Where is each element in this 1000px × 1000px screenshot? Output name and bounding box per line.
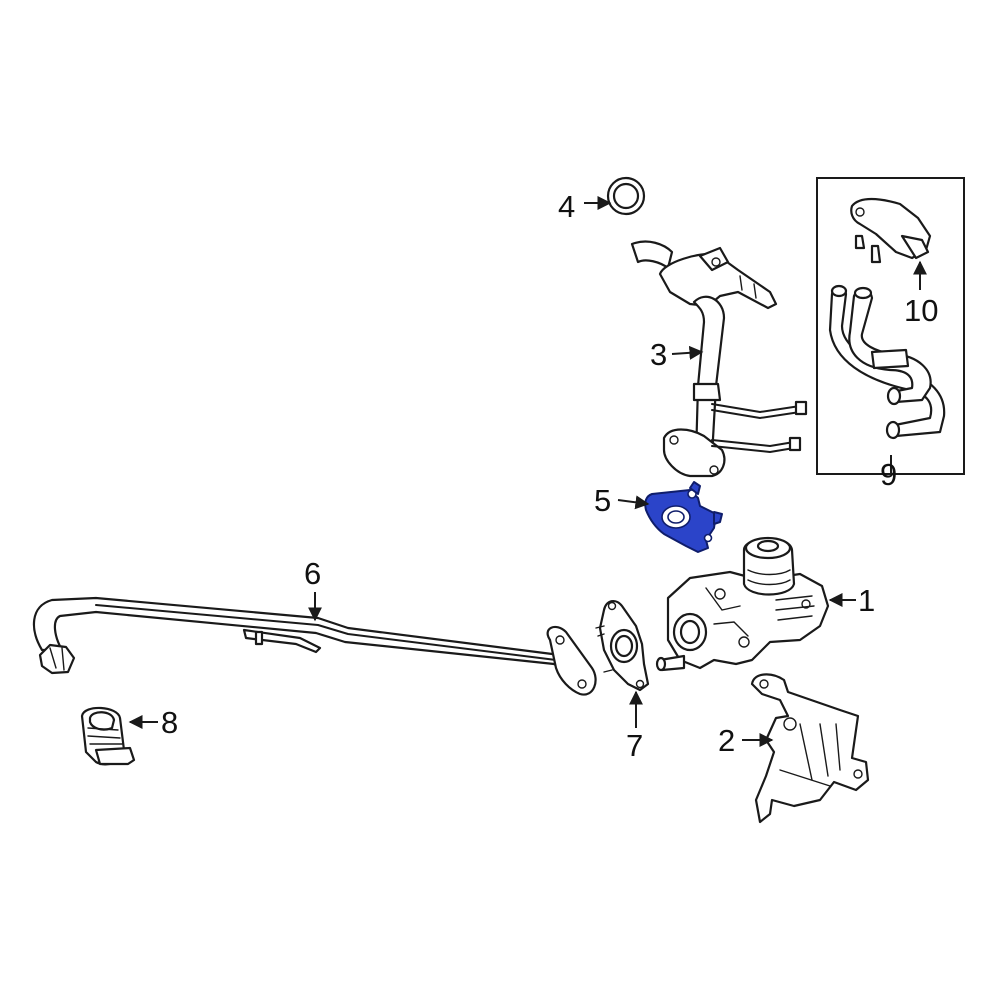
part-1-egr-valve[interactable]	[655, 536, 830, 672]
callout-4: 4	[558, 189, 575, 224]
callout-8: 8	[161, 705, 178, 740]
callout-6: 6	[304, 556, 321, 591]
callout-3: 3	[650, 337, 667, 372]
callout-10: 10	[904, 293, 938, 328]
callout-9: 9	[880, 457, 897, 492]
part-9-hose-set[interactable]	[828, 284, 946, 440]
callout-2: 2	[718, 723, 735, 758]
callout-5: 5	[594, 483, 611, 518]
part-7-gasket[interactable]	[595, 600, 650, 692]
part-10-pressure-sensor[interactable]	[850, 197, 932, 264]
leader-3	[671, 345, 704, 360]
leader-5	[617, 495, 650, 510]
part-4-o-ring[interactable]	[606, 176, 646, 216]
leader-lines	[128, 196, 927, 747]
part-5-gasket-highlighted[interactable]	[644, 481, 723, 553]
part-6-egr-tube[interactable]	[32, 596, 597, 696]
part-2-bracket[interactable]	[750, 673, 870, 824]
part-8-fitting[interactable]	[80, 706, 136, 766]
callout-1: 1	[858, 583, 875, 618]
callout-labels: 1 2 3 4 5 6 7 8 9 10	[161, 189, 938, 763]
callout-7: 7	[626, 728, 643, 763]
part-3-pipe-assembly[interactable]	[630, 240, 808, 478]
